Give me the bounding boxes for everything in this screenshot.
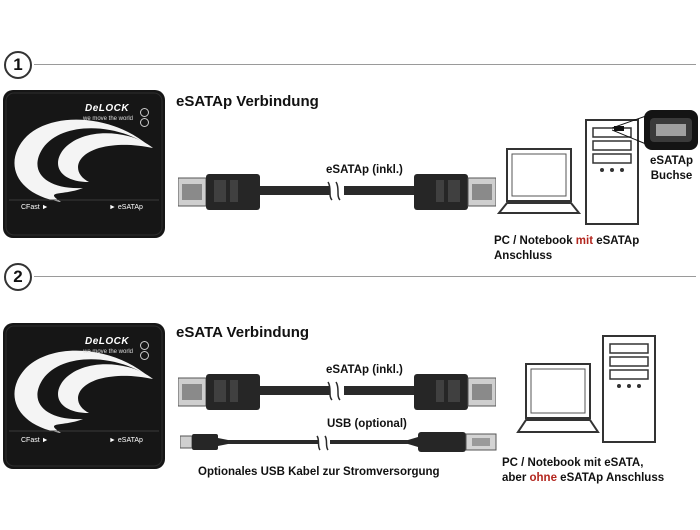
device-2-cfast-slot: CFast ►: [21, 437, 49, 444]
device-1-slogan: we move the world: [83, 116, 134, 122]
step-1-badge: 1: [4, 51, 32, 79]
led-icon: [140, 118, 149, 127]
esatap-cable-2: [178, 368, 496, 418]
section-2-divider: [34, 276, 696, 277]
esatap-port-label: eSATAp: [117, 437, 143, 444]
usb-cable-label: USB (optional): [327, 418, 407, 430]
arrow-right-icon: ►: [109, 437, 116, 444]
card-reader-device-2: DeLOCK we move the world CFast ► ► eSATA…: [3, 323, 165, 469]
device-1-esatap-port: ► eSATAp: [109, 204, 143, 211]
led-icon: [140, 351, 149, 360]
pc-caption-line2: Anschluss: [494, 250, 553, 262]
pc-caption-highlight: ohne: [529, 472, 557, 484]
section-2-title: eSATA Verbindung: [176, 324, 310, 341]
section-1-divider: [34, 64, 696, 65]
led-icon: [140, 341, 149, 350]
port-caption-line2: Buchse: [650, 170, 693, 182]
esatap-port-label: eSATAp: [117, 204, 143, 211]
usb-cable: [180, 428, 500, 456]
section-1-cable-label: eSATAp (inkl.): [326, 164, 403, 176]
step-1-number: 1: [13, 55, 23, 74]
section-1-title: eSATAp Verbindung: [176, 93, 319, 110]
esatap-cable-1: [178, 168, 496, 218]
arrow-right-icon: ►: [41, 437, 49, 444]
pc-caption-post: eSATAp Anschluss: [556, 472, 665, 484]
device-1-brand: DeLOCK: [85, 103, 130, 114]
section-2-cable-label: eSATAp (inkl.): [326, 364, 403, 376]
device-1-cfast-slot: CFast ►: [21, 204, 49, 211]
pc-caption-pre: PC / Notebook: [494, 235, 576, 247]
cfast-label: CFast: [21, 437, 40, 444]
port-caption: eSATAp Buchse: [650, 154, 693, 184]
pc-caption-highlight: mit: [575, 235, 594, 247]
led-icon: [140, 108, 149, 117]
cfast-label: CFast: [21, 204, 40, 211]
notebook-icon: [516, 362, 606, 444]
usb-cable-caption: Optionales USB Kabel zur Stromversorgung: [198, 466, 440, 478]
pc-caption-line1: PC / Notebook mit eSATA,: [502, 457, 644, 469]
device-2-esatap-port: ► eSATAp: [109, 437, 143, 444]
section-1-pc-caption: PC / Notebook mit eSATAp Anschluss: [494, 234, 639, 264]
port-caption-line1: eSATAp: [650, 155, 694, 167]
arrow-right-icon: ►: [41, 204, 49, 211]
esatap-port-zoom: [612, 108, 700, 154]
device-2-slogan: we move the world: [83, 349, 134, 355]
section-2-pc-caption: PC / Notebook mit eSATA, aber ohne eSATA…: [502, 456, 664, 486]
desktop-tower-icon: [601, 334, 659, 446]
step-2-badge: 2: [4, 263, 32, 291]
card-reader-device-1: DeLOCK we move the world CFast ► ► eSATA…: [3, 90, 165, 238]
notebook-icon: [497, 147, 587, 227]
step-2-number: 2: [13, 267, 23, 286]
pc-caption-post: eSATAp: [593, 235, 640, 247]
pc-caption-pre: aber: [502, 472, 530, 484]
device-2-brand: DeLOCK: [85, 336, 130, 347]
arrow-right-icon: ►: [109, 204, 116, 211]
